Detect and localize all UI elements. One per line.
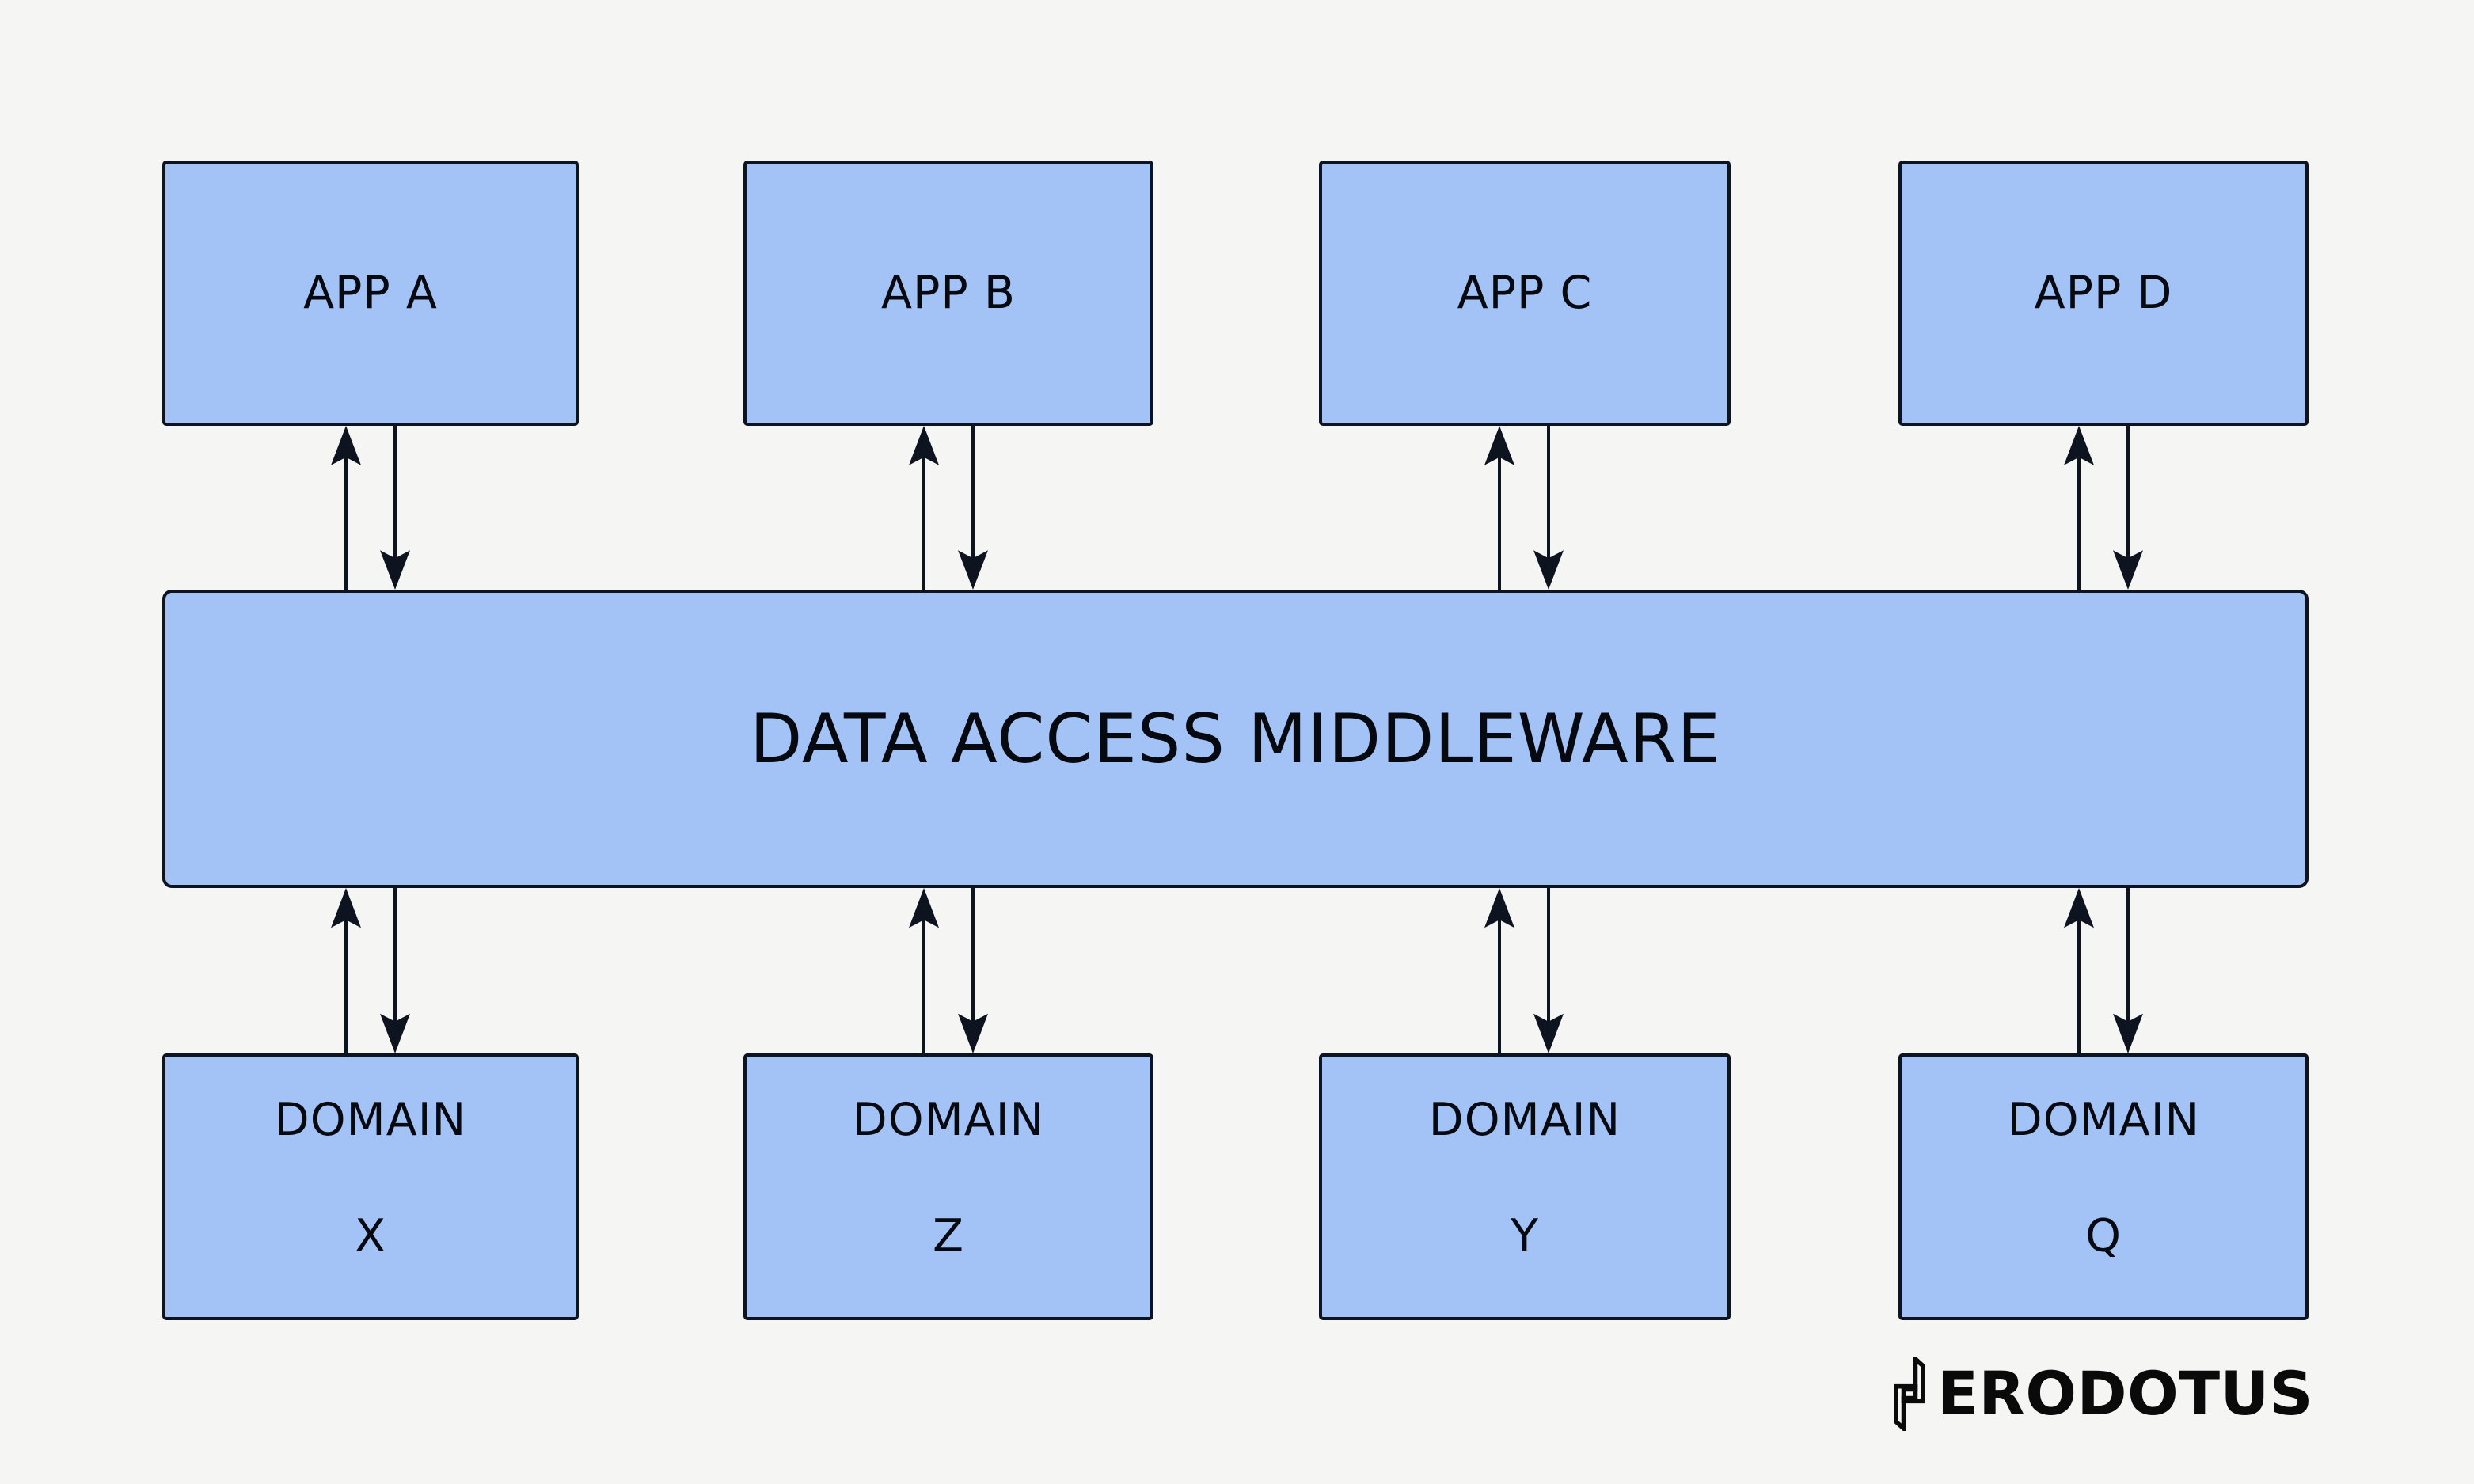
domain-z-box: DOMAIN Z xyxy=(743,1053,1153,1320)
domain-z-title: DOMAIN xyxy=(852,1093,1045,1146)
domain-z-letter: Z xyxy=(932,1209,965,1262)
domain-y-letter: Y xyxy=(1511,1209,1539,1262)
domain-x-letter: X xyxy=(354,1209,387,1262)
bidirectional-arrow-app-d xyxy=(2064,426,2143,590)
app-d-label: APP D xyxy=(2034,267,2173,319)
app-d-box: APP D xyxy=(1898,161,2309,426)
app-b-label: APP B xyxy=(881,267,1016,319)
domain-x-box: DOMAIN X xyxy=(162,1053,579,1320)
app-a-label: APP A xyxy=(303,267,438,319)
domain-q-box: DOMAIN Q xyxy=(1898,1053,2309,1320)
middleware-label: DATA ACCESS MIDDLEWARE xyxy=(750,699,1721,779)
middleware-bar: DATA ACCESS MIDDLEWARE xyxy=(162,590,2309,888)
bidirectional-arrow-app-a xyxy=(331,426,410,590)
domain-y-title: DOMAIN xyxy=(1428,1093,1621,1146)
app-b-box: APP B xyxy=(743,161,1153,426)
bidirectional-arrow-domain-z xyxy=(909,888,988,1053)
herodotus-h-icon xyxy=(1894,1357,1925,1431)
domain-q-letter: Q xyxy=(2085,1209,2122,1262)
bidirectional-arrow-domain-y xyxy=(1484,888,1564,1053)
domain-y-box: DOMAIN Y xyxy=(1319,1053,1731,1320)
app-c-box: APP C xyxy=(1319,161,1731,426)
bidirectional-arrow-app-c xyxy=(1484,426,1564,590)
app-a-box: APP A xyxy=(162,161,579,426)
bidirectional-arrow-app-b xyxy=(909,426,988,590)
bidirectional-arrow-domain-q xyxy=(2064,888,2143,1053)
domain-q-title: DOMAIN xyxy=(2007,1093,2200,1146)
logo: ERODOTUS xyxy=(1887,1357,2313,1431)
domain-x-title: DOMAIN xyxy=(274,1093,467,1146)
logo-wordmark: ERODOTUS xyxy=(1936,1358,2313,1429)
bidirectional-arrow-domain-x xyxy=(331,888,410,1053)
app-c-label: APP C xyxy=(1457,267,1593,319)
